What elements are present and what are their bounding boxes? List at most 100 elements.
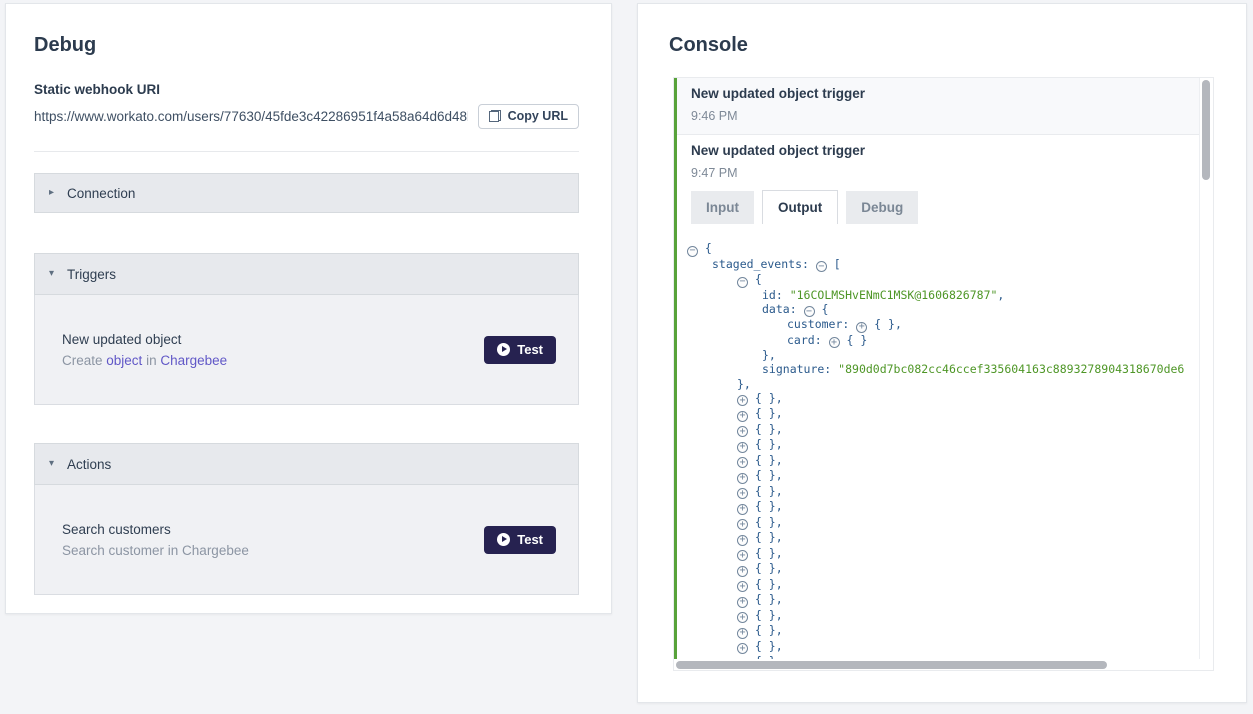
collapse-node-icon[interactable]: − (815, 261, 827, 272)
json-token: { (814, 301, 829, 316)
vertical-scrollbar-thumb[interactable] (1202, 80, 1210, 180)
json-token: , (997, 287, 1005, 302)
json-token: { }, (748, 592, 783, 607)
json-line: id: "16COLMSHvENmC1MSK@1606826787", (687, 288, 1187, 302)
section-label-connection: Connection (67, 185, 136, 201)
log-entry-title: New updated object trigger (691, 86, 866, 101)
console-log-list: New updated object trigger 9:46 PM New u… (674, 78, 1201, 670)
expand-node-icon[interactable]: + (856, 321, 868, 333)
copy-icon (488, 110, 501, 122)
horizontal-scrollbar-track[interactable] (674, 659, 1213, 670)
expand-node-icon[interactable]: + (737, 503, 748, 515)
expand-node-icon[interactable]: + (737, 426, 748, 438)
expand-node-icon[interactable]: + (737, 612, 748, 624)
expand-node-icon[interactable]: + (737, 550, 748, 562)
json-token: }, (762, 348, 776, 363)
json-line: − { (687, 272, 1187, 288)
expand-node-icon[interactable]: + (737, 596, 748, 608)
tab-output[interactable]: Output (762, 190, 839, 224)
json-line: signature: "890d0d7bc082cc46ccef33560416… (687, 362, 1187, 376)
json-line: + { }, (687, 515, 1187, 531)
expand-node-icon[interactable]: + (737, 472, 748, 484)
horizontal-scrollbar-thumb[interactable] (676, 661, 1107, 669)
section-label-actions: Actions (67, 456, 112, 472)
expand-node-icon[interactable]: + (737, 410, 748, 422)
copy-url-label: Copy URL (507, 109, 568, 123)
json-token: { (748, 272, 762, 286)
test-action-label: Test (517, 531, 543, 547)
json-token: { }, (748, 576, 783, 591)
section-header-connection[interactable]: ▸ Connection (34, 173, 579, 213)
test-action-button[interactable]: Test (484, 525, 556, 554)
log-entry-title: New updated object trigger (691, 143, 866, 158)
json-token: { }, (748, 437, 783, 452)
collapse-node-icon[interactable]: − (803, 306, 815, 318)
expand-node-icon[interactable]: + (737, 643, 748, 655)
json-line: + { }, (687, 639, 1187, 655)
vertical-scrollbar-track[interactable] (1199, 78, 1213, 661)
link-chargebee[interactable]: Chargebee (160, 352, 228, 368)
json-token: { }, (748, 545, 783, 560)
log-entry[interactable]: New updated object trigger 9:47 PM Input… (677, 135, 1201, 670)
link-object[interactable]: object (106, 352, 143, 368)
triggers-section-body: New updated object Create object in Char… (34, 295, 579, 405)
json-line: }, (687, 348, 1187, 362)
section-header-triggers[interactable]: ▾ Triggers (34, 253, 579, 295)
json-line: staged_events: − [ (687, 256, 1187, 272)
expand-node-icon[interactable]: + (737, 488, 748, 500)
expand-node-icon[interactable]: + (737, 581, 748, 593)
expand-node-icon[interactable]: + (737, 457, 748, 469)
expand-node-icon[interactable]: + (737, 565, 748, 577)
json-string-value: "890d0d7bc082cc46ccef335604163c889327890… (838, 362, 1185, 377)
subtitle-text: in (142, 352, 161, 368)
json-line: + { }, (687, 406, 1187, 422)
tab-input[interactable]: Input (691, 191, 754, 224)
collapse-node-icon[interactable]: − (687, 245, 698, 257)
json-token: { }, (748, 468, 783, 483)
expand-node-icon[interactable]: + (737, 441, 748, 453)
test-trigger-button[interactable]: Test (484, 335, 556, 364)
trigger-title: New updated object (62, 331, 182, 347)
log-entry[interactable]: New updated object trigger 9:46 PM (677, 78, 1201, 135)
expand-node-icon[interactable]: + (737, 395, 748, 407)
json-line: + { }, (687, 623, 1187, 639)
expand-node-icon[interactable]: + (737, 519, 748, 531)
json-line: + { }, (687, 453, 1187, 469)
section-label-triggers: Triggers (67, 266, 117, 282)
json-line: + { }, (687, 592, 1187, 608)
json-token: [ (826, 256, 841, 271)
console-title: Console (669, 34, 748, 56)
subtitle-text: Create (62, 352, 107, 368)
section-header-actions[interactable]: ▾ Actions (34, 443, 579, 485)
json-token: data: (762, 301, 804, 316)
json-token: id: (762, 287, 790, 302)
json-token: { }, (748, 499, 783, 514)
expand-node-icon[interactable]: + (828, 337, 840, 349)
expand-node-icon[interactable]: + (737, 534, 748, 546)
actions-section-body: Search customers Search customer in Char… (34, 485, 579, 595)
tab-debug[interactable]: Debug (846, 191, 919, 224)
copy-url-button[interactable]: Copy URL (477, 104, 579, 129)
log-entry-time: 9:46 PM (691, 109, 738, 123)
log-entry-time: 9:47 PM (691, 166, 738, 180)
collapse-node-icon[interactable]: − (737, 276, 748, 288)
play-circle-icon (497, 532, 511, 546)
test-trigger-label: Test (517, 341, 543, 357)
page-title: Debug (34, 34, 97, 56)
webhook-uri-label: Static webhook URI (34, 82, 161, 97)
json-token: { }, (748, 452, 783, 467)
json-line: + { }, (687, 499, 1187, 515)
caret-down-icon: ▾ (49, 268, 55, 279)
json-token: { }, (748, 530, 783, 545)
debug-panel: Debug Static webhook URI https://www.wor… (5, 3, 612, 614)
json-string-value: "16COLMSHvENmC1MSK@1606826787" (789, 287, 998, 302)
json-token: { }, (748, 638, 783, 653)
expand-node-icon[interactable]: + (737, 627, 748, 639)
console-log-box: New updated object trigger 9:46 PM New u… (673, 77, 1214, 671)
json-token: { }, (748, 607, 783, 622)
trigger-item: New updated object Create object in Char… (62, 332, 227, 368)
json-token: card: (787, 332, 829, 347)
json-line: + { }, (687, 437, 1187, 453)
action-title: Search customers (62, 521, 171, 537)
json-token: { }, (867, 317, 902, 332)
